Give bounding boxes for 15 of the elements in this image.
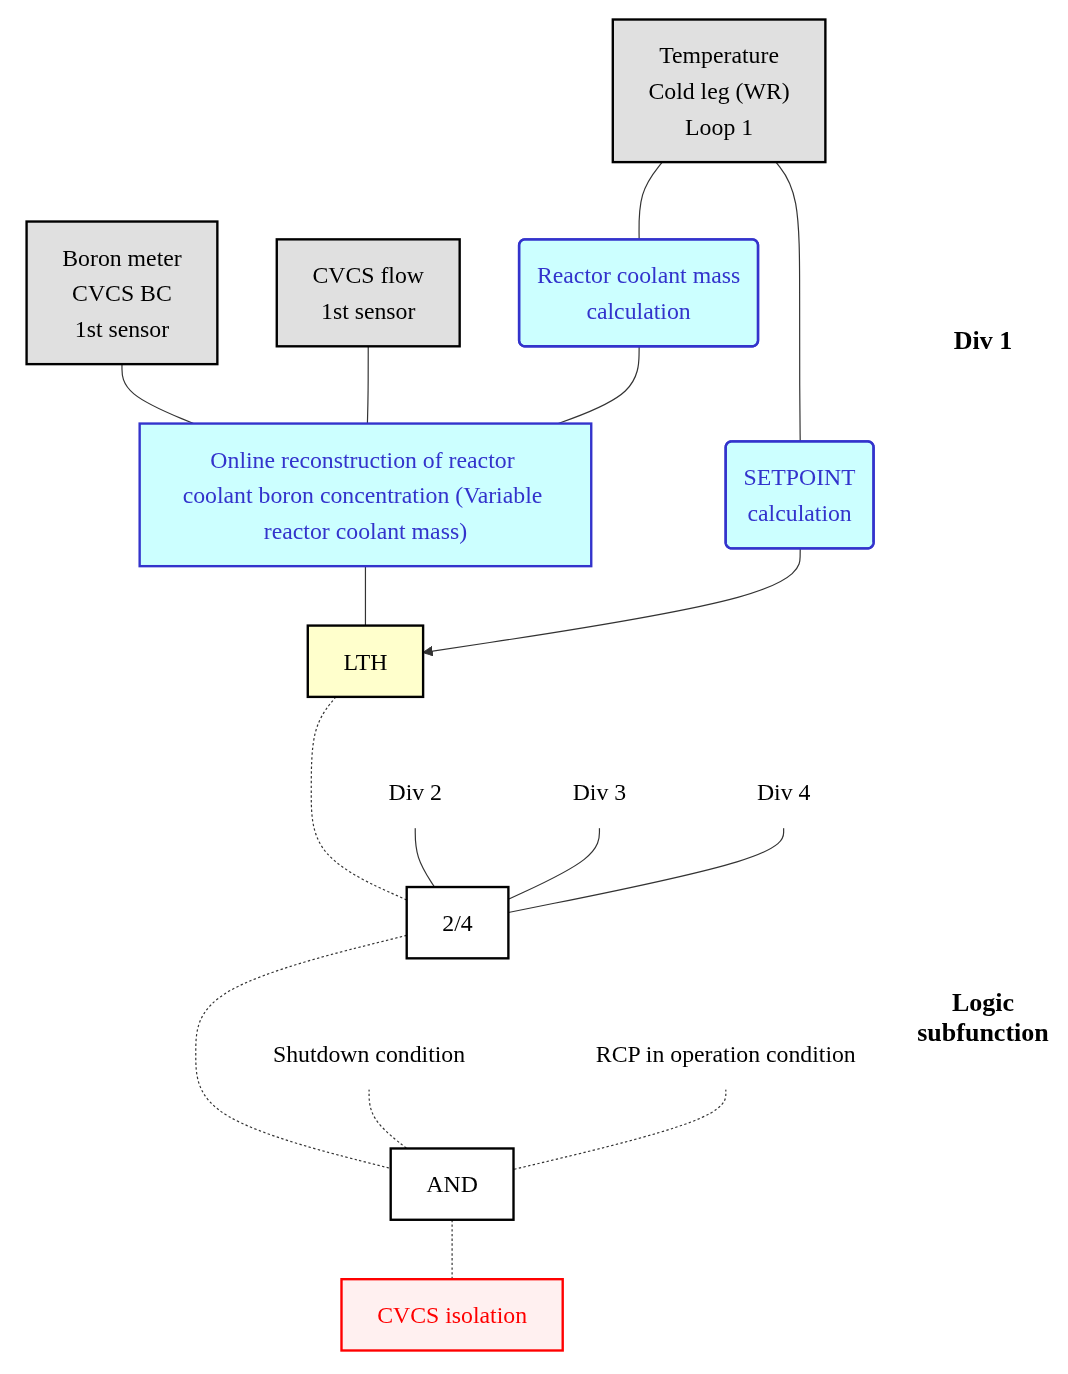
node-box: Temperature Cold leg (WR) Loop 1 <box>611 18 827 164</box>
node-box: CVCS isolation <box>340 1278 564 1352</box>
node-text: Div 3 <box>572 778 627 806</box>
connector <box>414 827 436 888</box>
node-box: Online reconstruction of reactor coolant boron concentration (Variable reactor coolant mass) <box>138 422 593 568</box>
node-box: 2/4 <box>405 885 510 960</box>
node-box: CVCS flow 1st sensor <box>275 238 461 348</box>
node-text: Div 2 <box>388 778 442 806</box>
node-text: Shutdown condition <box>273 1040 466 1067</box>
node-box: Boron meter CVCS BC 1st sensor <box>25 220 219 366</box>
node-text: Div 4 <box>756 778 811 806</box>
node-box: LTH <box>306 624 425 699</box>
node-text: RCP in operation condition <box>595 1040 856 1067</box>
node-box: AND <box>389 1147 515 1221</box>
connector <box>451 1219 453 1280</box>
